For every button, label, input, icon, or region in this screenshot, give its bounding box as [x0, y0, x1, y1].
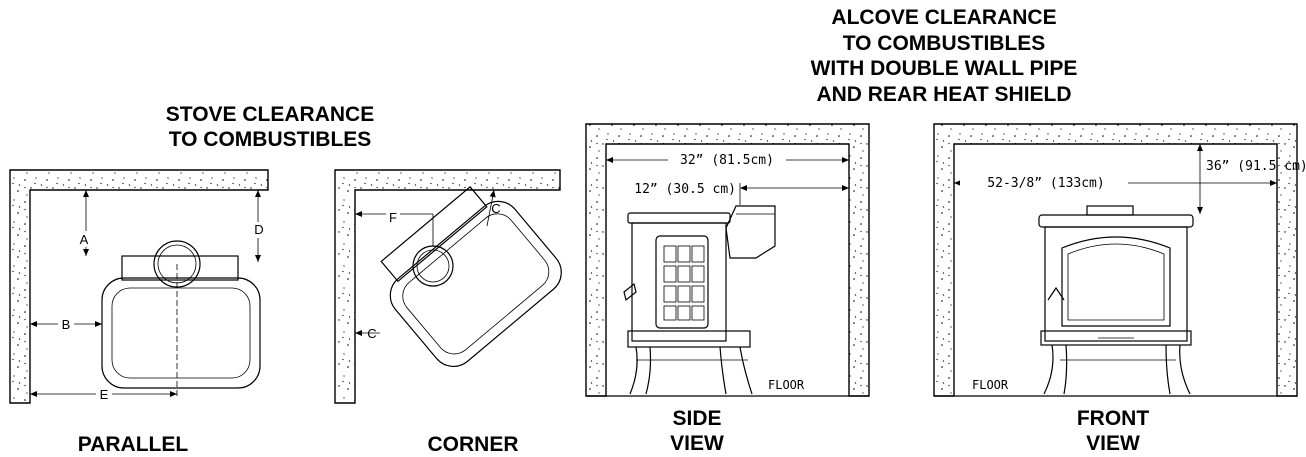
caption-side-line-2: VIEW — [670, 432, 724, 455]
caption-parallel: PARALLEL — [78, 433, 189, 456]
caption-corner: CORNER — [427, 433, 518, 456]
side-legs — [629, 346, 753, 395]
dimension-label-d: D — [254, 222, 263, 237]
side-handle — [623, 282, 637, 302]
side-flue-collar — [725, 205, 776, 259]
front-dimension-height: 36” (91.5 cm) — [1206, 159, 1306, 174]
dimension-label-c-left: C — [367, 326, 376, 341]
side-ash-pan — [627, 330, 751, 348]
stove-clearance-title: STOVE CLEARANCE TO COMBUSTIBLES — [166, 103, 374, 151]
side-dimension-rear: 12” (30.5 cm) — [634, 182, 736, 197]
stove-clearance-title-line-1: STOVE CLEARANCE — [166, 103, 374, 126]
alcove-title-line-3: WITH DOUBLE WALL PIPE — [811, 57, 1078, 80]
stove-clearance-title-line-2: TO COMBUSTIBLES — [169, 128, 372, 151]
front-stove-body — [1044, 226, 1188, 342]
corner-plan: F C C — [334, 169, 562, 404]
front-stove-door — [1061, 236, 1171, 327]
front-stove-top — [1038, 214, 1194, 228]
dimension-label-e: E — [100, 387, 109, 402]
side-floor-label: FLOOR — [768, 378, 805, 392]
caption-side-line-1: SIDE — [672, 407, 721, 430]
parallel-wall — [9, 169, 269, 404]
alcove-title-line-4: AND REAR HEAT SHIELD — [816, 83, 1071, 106]
front-view: 52-3/8” (133cm) 36” (91.5 cm) FLOOR — [933, 123, 1306, 397]
corner-stove — [380, 186, 562, 368]
side-dimension-width: 32” (81.5cm) — [680, 153, 774, 168]
caption-front-line-2: VIEW — [1086, 432, 1140, 455]
side-door-grille — [663, 245, 705, 321]
front-legs — [1043, 344, 1191, 395]
front-floor-label: FLOOR — [972, 378, 1009, 392]
dimension-label-f: F — [389, 210, 397, 225]
front-ash-pan — [1040, 330, 1192, 346]
parallel-stove-body — [101, 277, 261, 389]
dimension-label-c-top: C — [491, 201, 500, 216]
side-stove-body — [631, 222, 727, 342]
dimension-label-a: A — [80, 232, 89, 247]
front-handle — [1047, 286, 1065, 301]
parallel-plan: A D B E — [9, 169, 269, 404]
caption-front-line-1: FRONT — [1077, 407, 1149, 430]
corner-wall — [334, 169, 561, 404]
side-stove-door — [655, 235, 709, 329]
front-dimension-width: 52-3/8” (133cm) — [987, 176, 1104, 191]
parallel-stove-top — [121, 255, 239, 281]
front-flue-collar — [1086, 205, 1134, 216]
alcove-title-line-1: ALCOVE CLEARANCE — [831, 6, 1056, 29]
side-stove-top — [627, 212, 731, 224]
alcove-title-line-2: TO COMBUSTIBLES — [843, 32, 1046, 55]
alcove-clearance-title: ALCOVE CLEARANCE TO COMBUSTIBLES WITH DO… — [811, 6, 1078, 106]
side-view: 32” (81.5cm) 12” (30.5 cm) FLOOR — [585, 123, 870, 397]
dimension-label-b: B — [62, 317, 71, 332]
